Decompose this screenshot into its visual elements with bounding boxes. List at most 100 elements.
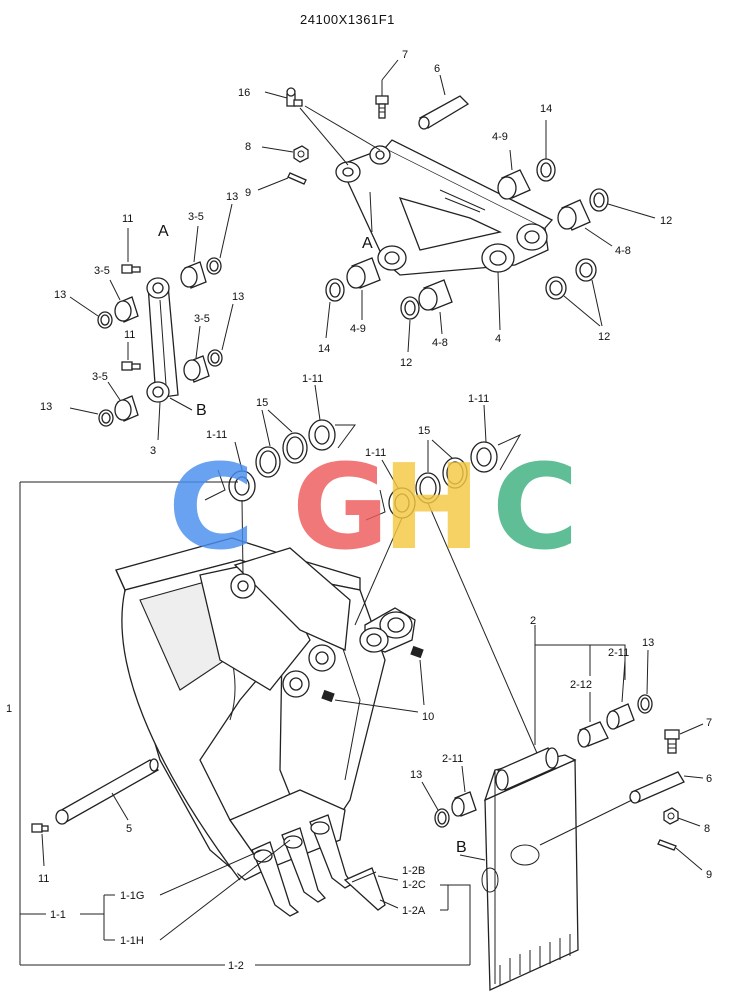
label-B-bot: B — [456, 839, 467, 856]
nut-8-top — [261, 145, 309, 163]
label-3-5-c: 3-5 — [194, 313, 210, 325]
link-rod-3 — [146, 277, 193, 441]
watermark-letter-3: H — [382, 438, 481, 576]
label-1-11-c: 1-11 — [365, 447, 386, 459]
nut-8-bottom — [663, 807, 701, 827]
label-13-c: 13 — [232, 291, 244, 303]
label-12-right: 12 — [660, 215, 672, 227]
pin-6-bottom — [539, 771, 704, 846]
label-4: 4 — [495, 333, 501, 345]
bushing-2-11-left — [451, 765, 477, 817]
label-1-1H: 1-1H — [120, 935, 144, 947]
watermark-letter-2: G — [292, 438, 389, 576]
label-3: 3 — [150, 445, 156, 457]
pin-6-top — [418, 74, 470, 130]
label-12-br: 12 — [598, 331, 610, 343]
label-1-11-b: 1-11 — [302, 373, 323, 385]
label-1-2B: 1-2B — [402, 865, 425, 877]
grease-fittings-rod — [121, 228, 141, 371]
bushing-2-12 — [577, 692, 609, 748]
bucket-pin-5 — [55, 758, 159, 825]
rod-bushings — [69, 203, 234, 427]
label-13-f: 13 — [410, 769, 422, 781]
label-2-11-b: 2-11 — [442, 753, 463, 765]
label-13-e: 13 — [642, 637, 654, 649]
link-assembly-4 — [335, 139, 554, 276]
part-labels: 7 6 16 14 4-9 8 9 12 4-8 A 4-9 4-8 14 12… — [6, 49, 712, 972]
seal-13-right — [637, 649, 653, 714]
watermark-logo: C G H C — [168, 438, 579, 576]
watermark-letter-4: C — [492, 438, 579, 576]
label-14-top: 14 — [540, 103, 552, 115]
label-4-9-top: 4-9 — [492, 131, 508, 143]
label-11-c: 11 — [38, 873, 49, 885]
label-15-a: 15 — [256, 397, 268, 409]
label-6-top: 6 — [434, 63, 440, 75]
label-6-bot: 6 — [706, 773, 712, 785]
set-screws-10 — [321, 645, 425, 713]
label-A-top: A — [362, 235, 373, 252]
label-3-5-a: 3-5 — [188, 211, 204, 223]
seal-12-bot — [400, 296, 420, 353]
label-14-bot: 14 — [318, 343, 330, 355]
tooth-adapter-1-2 — [343, 867, 399, 911]
label-1: 1 — [6, 703, 12, 715]
bushing-4-9-top — [497, 149, 531, 200]
label-16: 16 — [238, 87, 250, 99]
seal-13-left — [421, 781, 450, 828]
label-11-b: 11 — [124, 329, 135, 341]
label-B-left: B — [196, 402, 207, 419]
label-4-8-right: 4-8 — [615, 245, 631, 257]
seals-12-pair — [545, 258, 603, 327]
label-2: 2 — [530, 615, 536, 627]
bolt-7-bottom — [664, 723, 704, 754]
bushing-4-8-bot — [418, 279, 453, 335]
label-2-11-a: 2-11 — [608, 647, 629, 659]
label-3-5-d: 3-5 — [92, 371, 108, 383]
label-7-top: 7 — [402, 49, 408, 61]
label-1-2: 1-2 — [228, 960, 244, 972]
seal-12-right — [589, 188, 656, 219]
label-11-a: 11 — [122, 213, 133, 225]
label-9-bot: 9 — [706, 869, 712, 881]
assembly-brackets — [19, 481, 471, 966]
label-5: 5 — [126, 823, 132, 835]
bushing-4-8-right — [557, 199, 613, 247]
label-1-2A: 1-2A — [402, 905, 426, 917]
label-13-d: 13 — [40, 401, 52, 413]
seal-14-top — [536, 120, 556, 182]
label-1-1G: 1-1G — [120, 890, 144, 902]
label-1-1: 1-1 — [50, 909, 66, 921]
seal-14-bot — [325, 278, 345, 339]
grease-fitting-11-bottom — [31, 823, 49, 867]
label-2-12: 2-12 — [570, 679, 592, 691]
watermark-letter-1: C — [168, 438, 255, 576]
drawing-number: 24100X1361F1 — [300, 12, 395, 27]
label-3-5-b: 3-5 — [94, 265, 110, 277]
bushing-4-9-bot — [346, 257, 381, 320]
label-4-9-bot: 4-9 — [350, 323, 366, 335]
label-8-top: 8 — [245, 141, 251, 153]
label-1-11-a: 1-11 — [206, 429, 227, 441]
label-1-11-d: 1-11 — [468, 393, 489, 405]
bushing-2-11-right — [606, 659, 635, 730]
grease-fitting-16 — [264, 87, 381, 166]
label-10: 10 — [422, 711, 434, 723]
side-plate-2 — [459, 625, 579, 991]
cotter-pin-9-top — [257, 172, 307, 191]
label-4-8-bot: 4-8 — [432, 337, 448, 349]
label-13-a: 13 — [226, 191, 238, 203]
bolt-7-top — [375, 59, 399, 119]
label-1-2C: 1-2C — [402, 879, 426, 891]
label-8-bot: 8 — [704, 823, 710, 835]
cotter-pin-9-bottom — [657, 839, 703, 871]
bucket-body — [115, 537, 416, 881]
label-13-b: 13 — [54, 289, 66, 301]
label-A-left: A — [158, 223, 169, 240]
label-12-bot: 12 — [400, 357, 412, 369]
label-7-bot: 7 — [706, 717, 712, 729]
bushings-1-11 — [204, 384, 541, 761]
label-15-b: 15 — [418, 425, 430, 437]
label-9-top: 9 — [245, 187, 251, 199]
